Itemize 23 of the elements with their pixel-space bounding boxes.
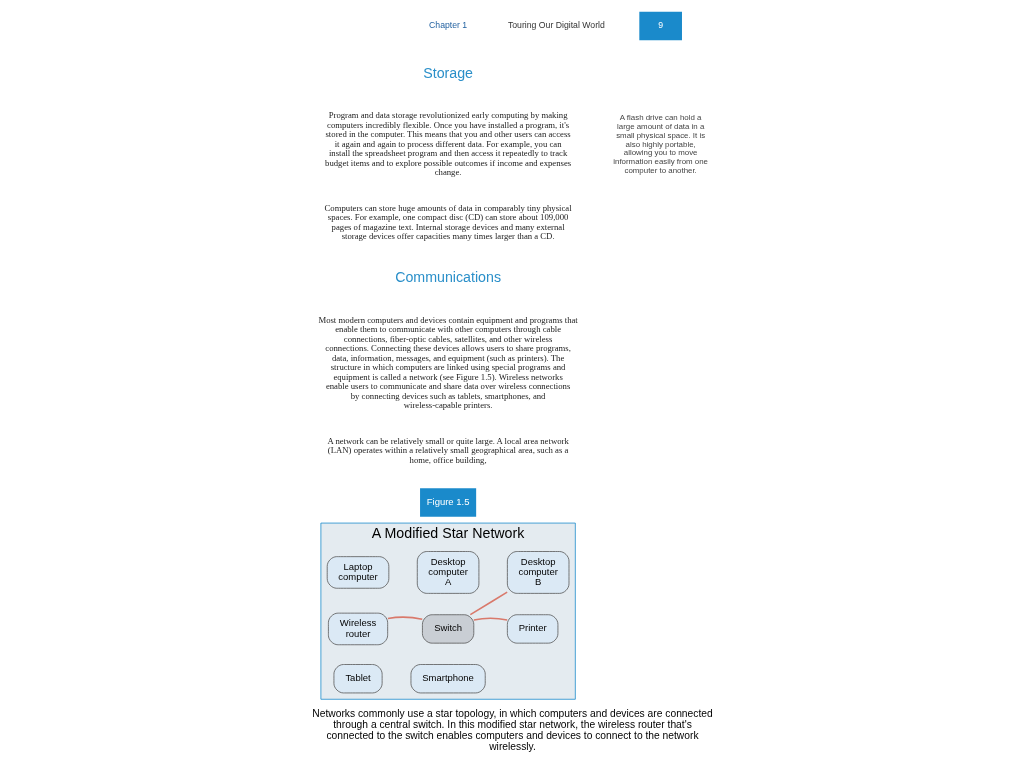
label: Figure 1.5	[426, 495, 469, 507]
connector	[386, 616, 423, 621]
connector	[469, 591, 508, 616]
node-box: Desktop computer A	[416, 551, 479, 594]
caption: Networks commonly use a star topology, in which computers and devices are connected through a central switch. In this modified star network, the wireless router that's connected to the switch enables computers and devices to connect to the network wirelessly.	[311, 707, 713, 753]
node-box: Smartphone	[410, 664, 486, 694]
label: Chapter 1	[428, 20, 467, 31]
node-box: Wireless router	[327, 612, 388, 646]
label: Communications	[394, 269, 501, 286]
node-box: Tablet	[333, 664, 383, 694]
label: A flash drive can hold a large amount of data in a small physical space. It is also highly portable, allowing you to move information easily from one computer to another.	[612, 113, 708, 175]
label: Most modern computers and devices contain equipment and programs that enable them to communicate with other computers through cable connections, fiber-optic cables, satellites, and other wireless connections. Connecting these devices allows users to share programs, data, information, messages, and equipment (such as printers). The structure in which computers are linked using special programs and equipment is called a network (see Figure 1.5). Wireless networks enable users to communicate and share data over wireless connections by connecting devices such as tablets, smartphones, and wireless-capable printers.	[317, 315, 578, 411]
label: Storage	[422, 64, 473, 81]
label: 9	[657, 20, 663, 31]
node-box: Switch	[421, 614, 474, 644]
label: Program and data storage revolutionized early computing by making computers incredibly flexible. Once you have installed a program, it's stored in the computer. This means that you and other users can access it again and again to process different data. For example, you can install the spreadsheet program and then access it repeatedly to track budget items and to explore possible outcomes if income and expenses change.	[324, 110, 571, 178]
node-box: Printer	[506, 614, 558, 644]
label: A network can be relatively small or quite large. A local area network (LAN) operates within a relatively small geographical area, such as a home, office building,	[326, 435, 569, 465]
connector	[472, 617, 508, 621]
label: Computers can store huge amounts of data in comparably tiny physical spaces. For example, one compact disc (CD) can store about 109,000 pages of magazine text. Internal storage devices and many external storage devices offer capacities many times larger than a CD.	[324, 202, 572, 242]
node-box: Desktop computer B	[506, 551, 569, 594]
label: Touring Our Digital World	[507, 20, 605, 31]
node-box: Laptop computer	[326, 556, 389, 589]
